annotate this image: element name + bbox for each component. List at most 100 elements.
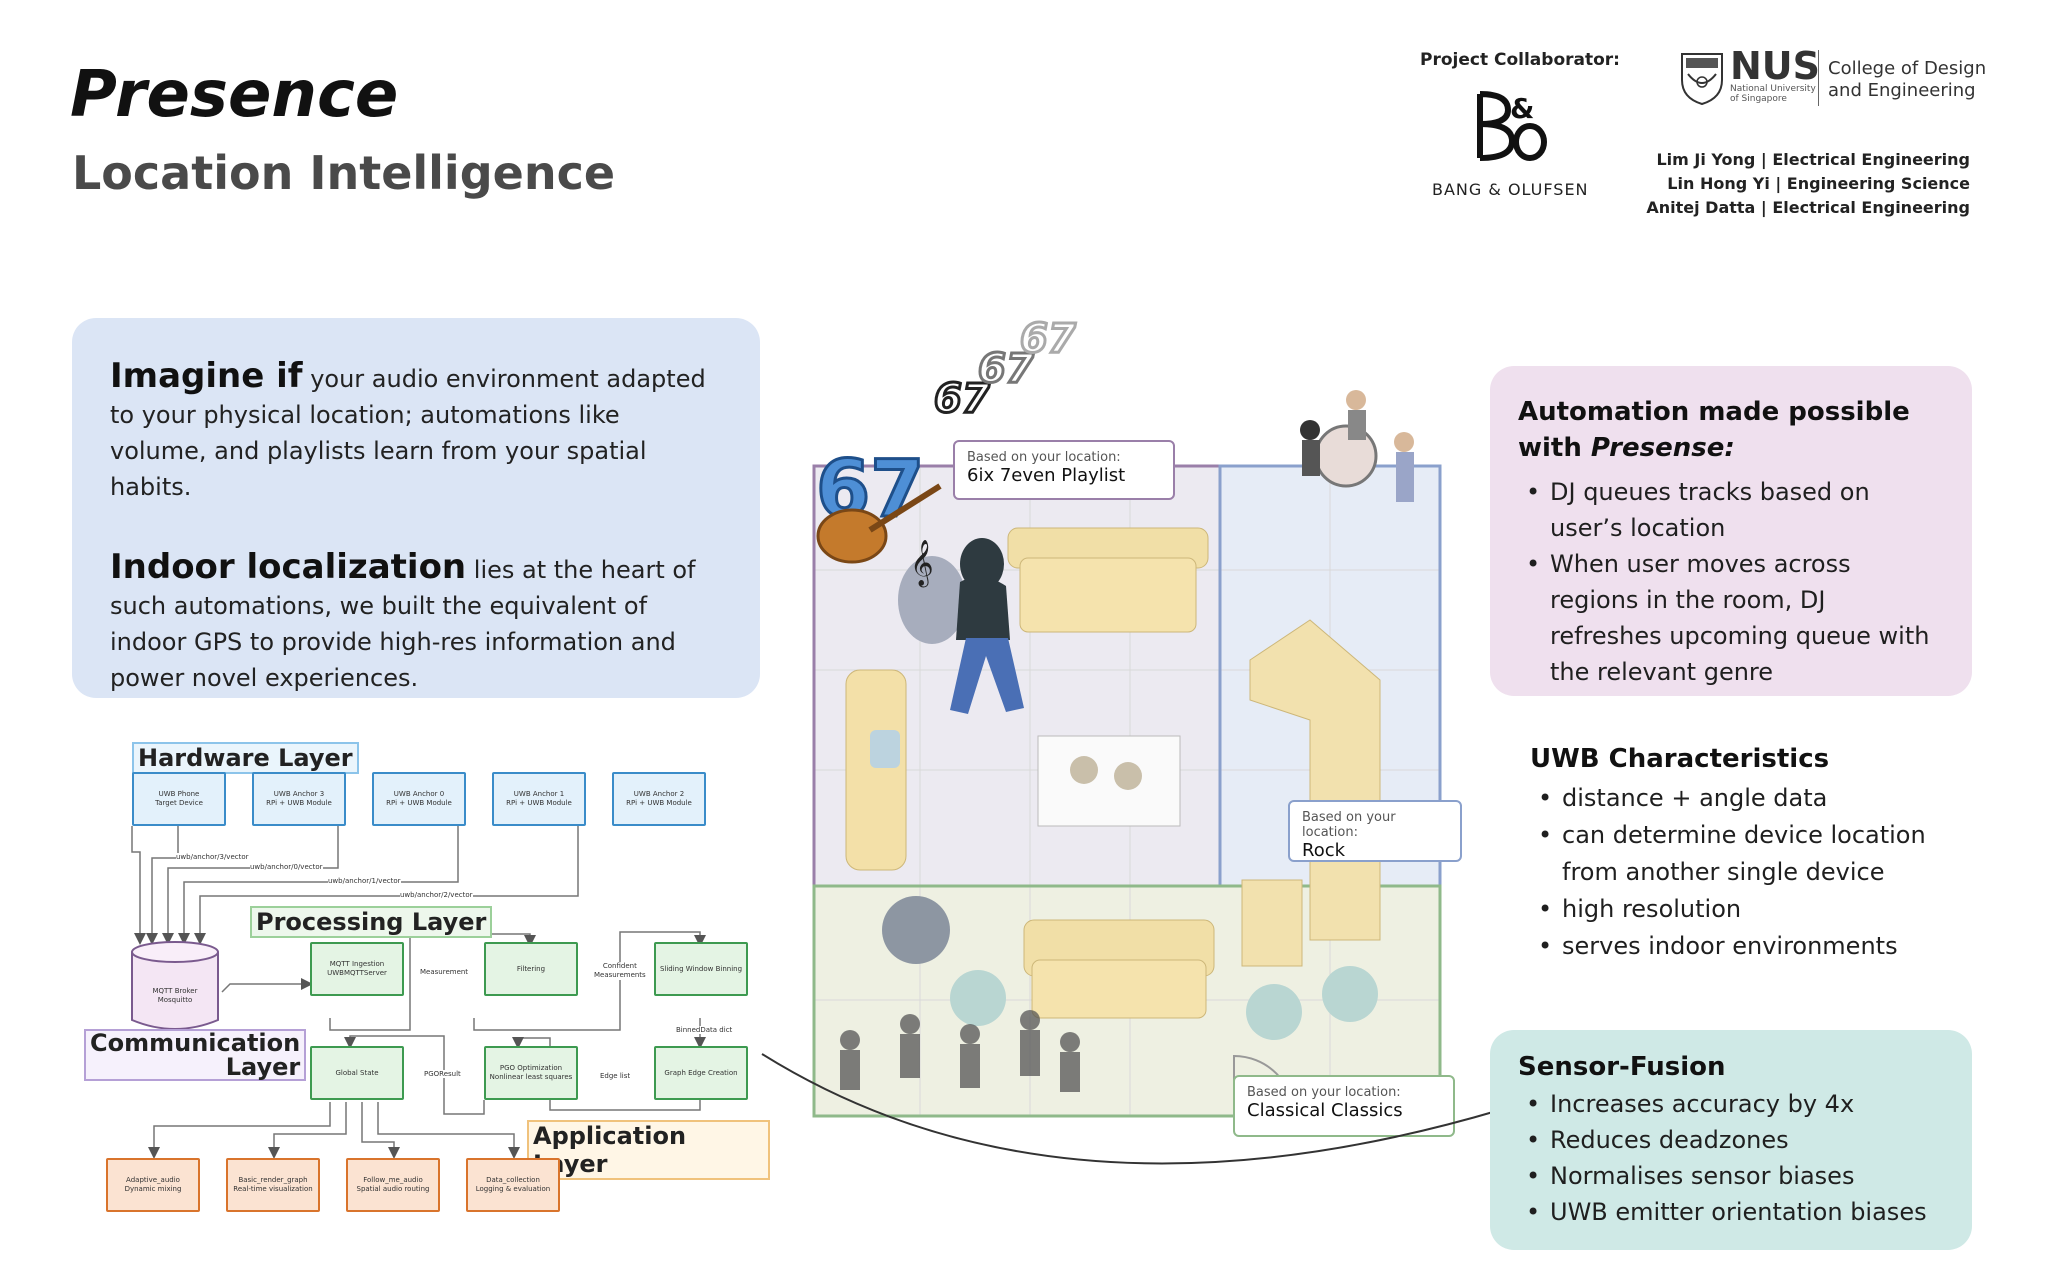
stool-icon bbox=[950, 970, 1006, 1026]
drummer-body-icon bbox=[1348, 410, 1366, 440]
automation-title: Automation made possible with Presense: bbox=[1518, 397, 1910, 463]
hardware-layer-title: Hardware Layer bbox=[132, 742, 359, 774]
drummer-head-icon bbox=[1346, 390, 1366, 410]
edge-label: Measurement bbox=[420, 968, 469, 976]
team-member: Lim Ji Yong | Electrical Engineering bbox=[1656, 150, 1970, 169]
application-layer-title: Application Layer bbox=[527, 1120, 770, 1180]
uwb-characteristics: UWB Characteristics distance + angle dat… bbox=[1530, 744, 1970, 965]
list-item: Increases accuracy by 4x bbox=[1518, 1086, 1944, 1122]
communication-layer-title: Communication Layer bbox=[84, 1029, 307, 1081]
orchestra-icon bbox=[840, 1010, 1080, 1092]
page-title: Presence bbox=[70, 58, 399, 132]
proc-node-graph-edge: Graph Edge Creation bbox=[654, 1046, 748, 1100]
topic-label: uwb/anchor/2/vector bbox=[400, 891, 473, 899]
sofa-seat bbox=[1031, 959, 1207, 1019]
list-item: DJ queues tracks based on user’s locatio… bbox=[1518, 474, 1944, 546]
curved-arrow bbox=[761, 1053, 1512, 1165]
nus-crest-icon bbox=[1681, 53, 1723, 106]
topic-label: uwb/anchor/3/vector bbox=[176, 853, 249, 861]
proc-node-binning: Sliding Window Binning bbox=[654, 942, 748, 996]
drum-icon bbox=[1314, 424, 1378, 488]
edge-label: Edge list bbox=[600, 1072, 631, 1080]
list-item: Normalises sensor biases bbox=[1518, 1158, 1944, 1194]
team-members: Lim Ji Yong | Electrical Engineering Lin… bbox=[1646, 148, 1970, 220]
list-item: can determine device location from anoth… bbox=[1530, 817, 1970, 891]
topic-label: uwb/anchor/0/vector bbox=[250, 863, 323, 871]
treble-clef-icon: 𝄞 bbox=[910, 540, 934, 588]
list-item: UWB emitter orientation biases bbox=[1518, 1194, 1944, 1230]
proc-node-global-state: Global State bbox=[310, 1046, 404, 1100]
intro-paragraph-2: Indoor localization lies at the heart of… bbox=[110, 547, 696, 692]
stool-icon bbox=[1322, 966, 1378, 1022]
side-sofa bbox=[845, 669, 907, 871]
mqtt-broker-cylinder-icon bbox=[131, 941, 219, 1030]
list-item: When user moves across regions in the ro… bbox=[1518, 546, 1944, 690]
team-member: Lin Hong Yi | Engineering Science bbox=[1667, 174, 1970, 193]
intro-paragraph-1: Imagine if your audio environment adapte… bbox=[110, 356, 706, 501]
diagram-connectors bbox=[131, 826, 706, 1159]
singer-head-icon bbox=[1394, 432, 1414, 452]
plant-icon bbox=[1070, 756, 1098, 784]
edge-label: BinnedData dict bbox=[676, 1026, 733, 1034]
floating-67-note-icon: 67 bbox=[934, 376, 990, 422]
architecture-diagram: Hardware Layer Processing Layer Communic… bbox=[80, 742, 770, 1222]
location-card-zone-1: Based on your location: 6ix 7even Playli… bbox=[953, 440, 1175, 500]
uwb-title: UWB Characteristics bbox=[1530, 744, 1830, 774]
intro-panel: Imagine if your audio environment adapte… bbox=[72, 318, 760, 698]
zone-3-border bbox=[812, 884, 1442, 1118]
singer-body-icon bbox=[1396, 452, 1414, 502]
list-item: distance + angle data bbox=[1530, 780, 1970, 817]
armchair bbox=[898, 556, 966, 644]
topic-label: uwb/anchor/1/vector bbox=[328, 877, 401, 885]
floating-67-note-icon: 67 bbox=[1020, 320, 1076, 362]
guitarist-body-icon bbox=[1302, 440, 1320, 476]
round-chair bbox=[882, 896, 950, 964]
nus-wordmark: NUS bbox=[1730, 44, 1821, 88]
page-subtitle: Location Intelligence bbox=[72, 146, 616, 200]
bang-olufsen-logo-icon: & bbox=[1477, 91, 1547, 161]
guitar-neck bbox=[868, 483, 942, 533]
guitar-icon bbox=[816, 508, 888, 564]
person-body-icon bbox=[956, 576, 1010, 640]
list-item: serves indoor environments bbox=[1530, 928, 1970, 965]
sofa-seat bbox=[1019, 557, 1197, 633]
person-head-icon bbox=[960, 538, 1004, 590]
person-legs-icon bbox=[950, 638, 1024, 714]
svg-text:&: & bbox=[1510, 92, 1534, 125]
fusion-title: Sensor-Fusion bbox=[1518, 1052, 1726, 1082]
coffee-table bbox=[1037, 735, 1181, 827]
automation-panel: Automation made possible with Presense: … bbox=[1490, 366, 1972, 696]
team-member: Anitej Datta | Electrical Engineering bbox=[1646, 198, 1970, 217]
stool-icon bbox=[1246, 984, 1302, 1040]
collaborator-label: Project Collaborator: bbox=[1420, 50, 1620, 70]
floating-67-note-icon: 67 bbox=[978, 346, 1034, 392]
processing-layer-title: Processing Layer bbox=[250, 906, 493, 938]
cushion bbox=[870, 730, 900, 768]
list-item: high resolution bbox=[1530, 891, 1970, 928]
side-chair bbox=[1241, 879, 1303, 967]
nus-fullname: National University of Singapore bbox=[1730, 84, 1816, 104]
sensor-fusion-panel: Sensor-Fusion Increases accuracy by 4x R… bbox=[1490, 1030, 1972, 1250]
nus-divider bbox=[1818, 50, 1819, 106]
plant-icon bbox=[1114, 762, 1142, 790]
location-card-zone-2: Based on your location: Rock bbox=[1288, 800, 1462, 862]
college-name: College of Design and Engineering bbox=[1828, 58, 1987, 101]
location-card-zone-3: Based on your location: Classical Classi… bbox=[1233, 1075, 1455, 1137]
list-item: Reduces deadzones bbox=[1518, 1122, 1944, 1158]
proc-node-filtering: Filtering bbox=[484, 942, 578, 996]
edge-label: PGOResult bbox=[424, 1070, 461, 1078]
guitarist-head-icon bbox=[1300, 420, 1320, 440]
